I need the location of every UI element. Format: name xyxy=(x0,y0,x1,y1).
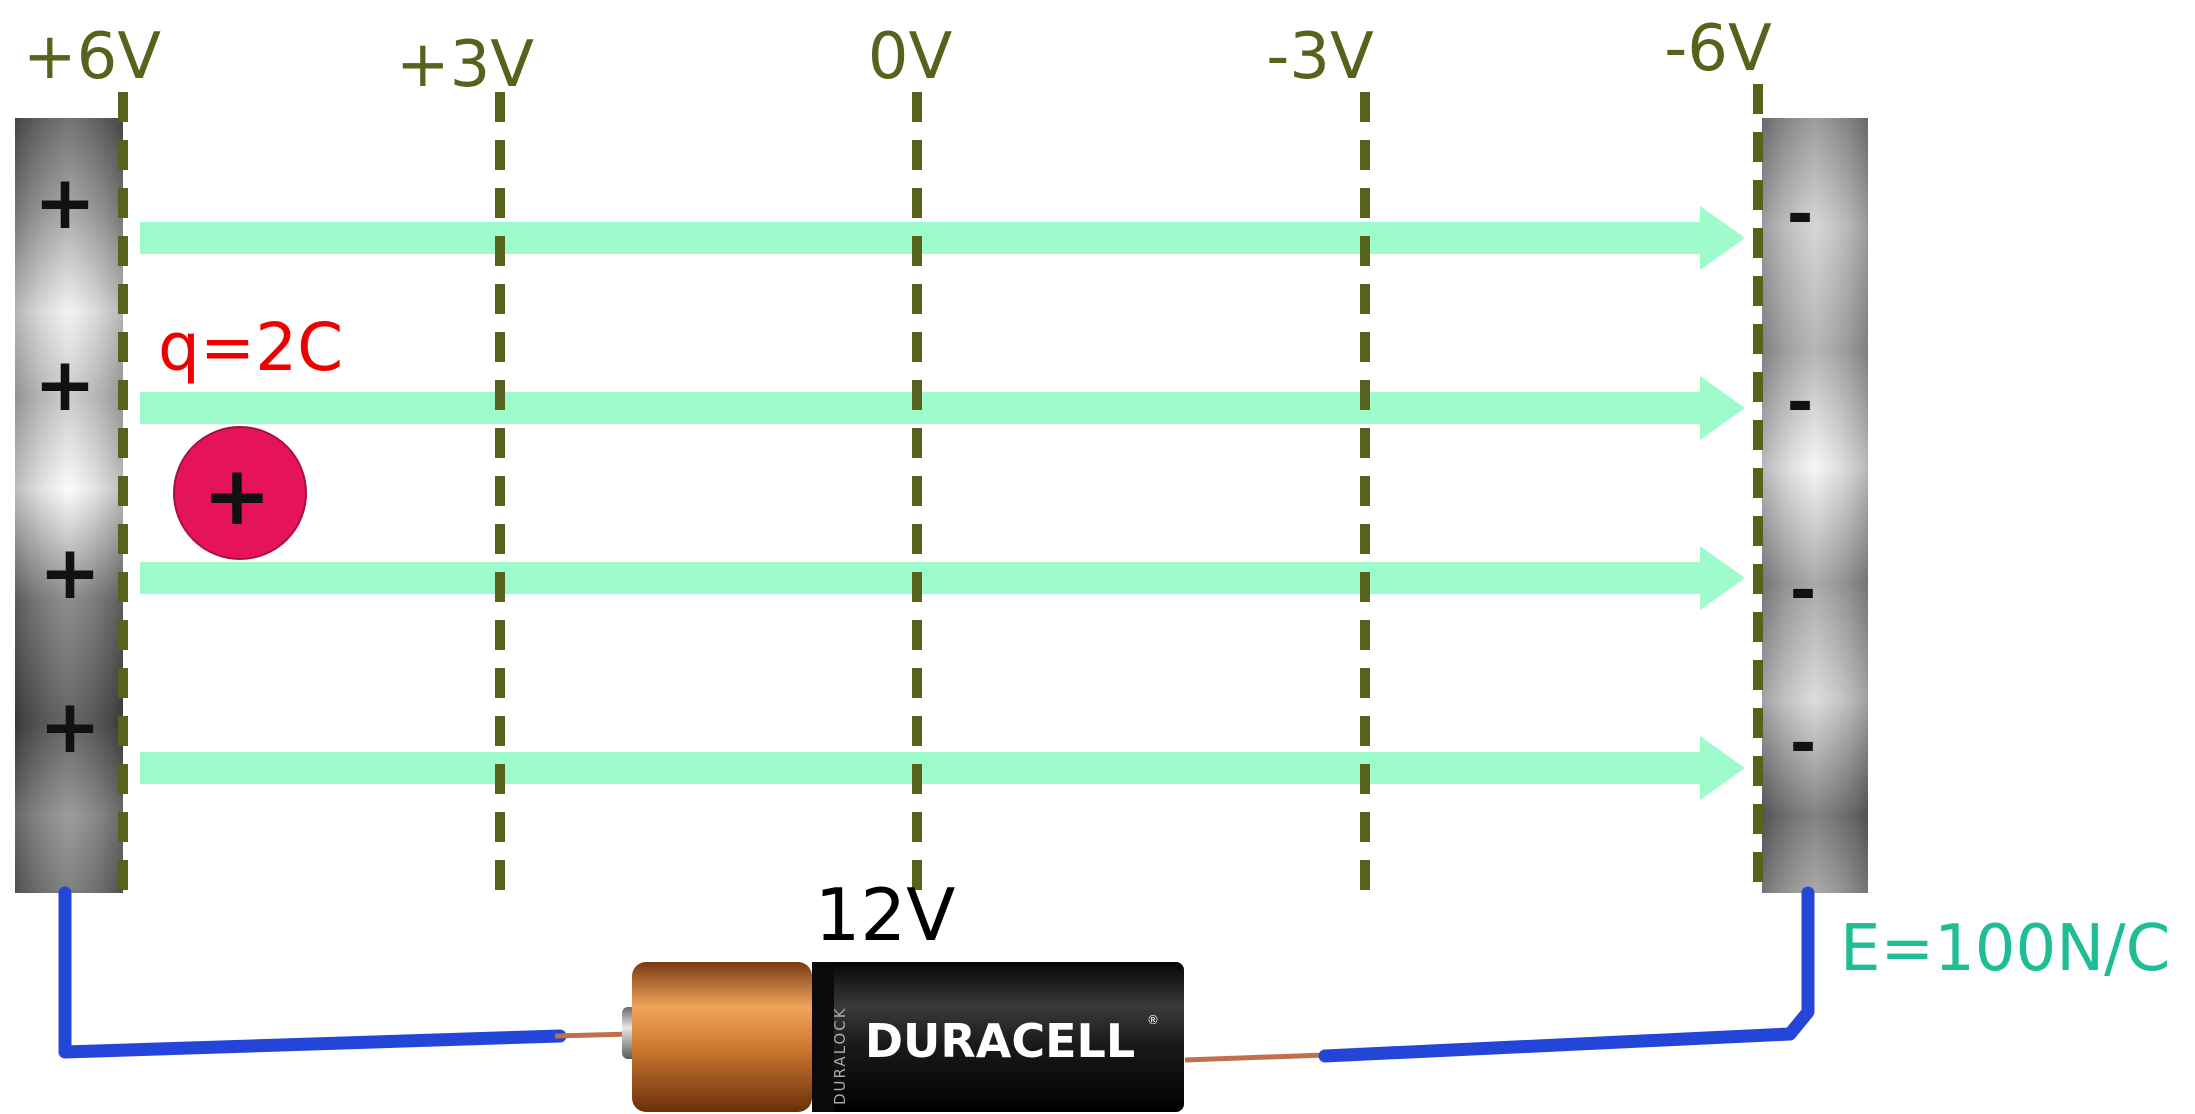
equipotential-label: +6V xyxy=(23,20,161,94)
equipotential-label: -3V xyxy=(1266,20,1374,94)
charge-circle xyxy=(173,426,307,560)
right-copper-lead xyxy=(1184,1052,1326,1063)
left-copper-lead xyxy=(554,1031,633,1039)
left-plate xyxy=(15,118,123,893)
battery: DURALOCK DURACELL ® xyxy=(622,962,1184,1112)
battery-voltage-label: 12V xyxy=(815,873,956,957)
plate-sign-plus: + xyxy=(34,160,96,246)
plate-sign-minus: - xyxy=(1790,707,1817,781)
plate-sign-minus: - xyxy=(1787,366,1814,440)
plate-sign-minus: - xyxy=(1787,178,1814,252)
plate-sign-plus: + xyxy=(39,530,101,616)
field-arrow xyxy=(140,736,1745,800)
field-arrow xyxy=(140,206,1745,270)
equipotential-label: -6V xyxy=(1664,12,1772,86)
right-wire xyxy=(1318,886,1815,1063)
plate-sign-minus: - xyxy=(1790,554,1817,628)
charge-label: q=2C xyxy=(158,309,343,386)
battery-copper-section xyxy=(632,962,812,1112)
field-lines xyxy=(140,206,1745,800)
equipotential-lines xyxy=(118,84,1763,905)
battery-brand: DURACELL xyxy=(865,1014,1135,1068)
equipotential-labels: +6V +3V 0V -3V -6V xyxy=(23,12,1772,102)
field-arrow xyxy=(140,546,1745,610)
field-arrow xyxy=(140,376,1745,440)
equipotential-label: +3V xyxy=(396,28,534,102)
battery-side-text: DURALOCK xyxy=(831,1006,849,1105)
charge-sign: + xyxy=(203,449,272,544)
right-plate xyxy=(1762,118,1868,893)
plate-sign-plus: + xyxy=(39,684,101,770)
field-magnitude-label: E=100N/C xyxy=(1840,912,2170,986)
plate-sign-plus: + xyxy=(34,342,96,428)
left-wire xyxy=(58,886,567,1059)
point-charge: + xyxy=(173,426,307,560)
battery-registered-mark: ® xyxy=(1147,1013,1159,1027)
battery-black-section xyxy=(812,962,1184,1112)
plate-signs: + + + + - - - - xyxy=(34,160,1816,781)
equipotential-label: 0V xyxy=(868,20,953,94)
circuit-wires xyxy=(58,886,1815,1063)
